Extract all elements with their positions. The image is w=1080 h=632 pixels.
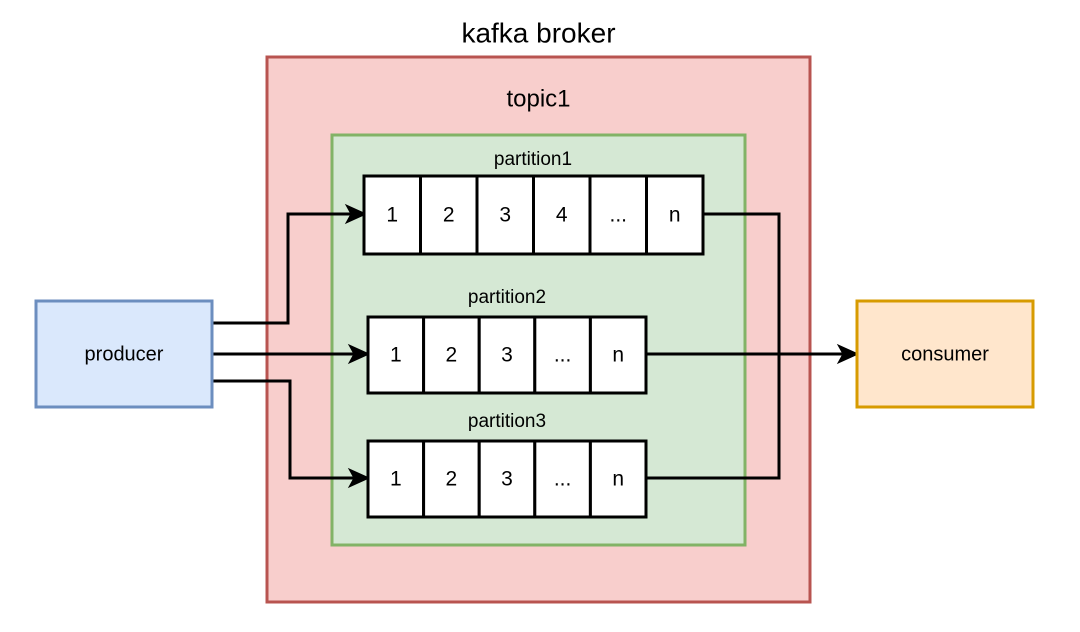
partition-1-cell [645, 174, 705, 256]
partition-3-cell-label: 1 [390, 468, 402, 491]
partition-2-cell-label: 2 [446, 344, 458, 367]
arrowhead-consumer [836, 343, 860, 365]
partition-2-cell-label: 3 [501, 344, 513, 367]
partition-2-cell [588, 315, 648, 395]
partition-2-cell-label: 1 [390, 344, 402, 367]
partition-1-cell-label: 3 [499, 204, 511, 227]
partition-1-cell-label: 2 [443, 204, 455, 227]
partition-1-cell-label: n [669, 204, 681, 227]
connection-lines [212, 212, 849, 480]
producer-to-partition1 [212, 212, 355, 325]
arrowhead-partition2 [347, 343, 371, 365]
partition-2-cell [533, 315, 592, 395]
producer-label: producer [85, 343, 164, 365]
partition-3-cell [366, 439, 426, 519]
partition-3-cell-label: ... [554, 468, 572, 491]
partition-1-cell [588, 174, 648, 256]
partition-3-cell-label: n [612, 468, 624, 491]
consumer-node[interactable] [855, 299, 1035, 409]
partition-group-2: partition2 1 2 3... n [366, 287, 648, 395]
partition-label-1: partition1 [494, 149, 572, 170]
arrowhead-partition3 [347, 467, 371, 489]
producer-node[interactable] [34, 299, 214, 409]
partition-3-cell-label: 2 [446, 468, 458, 491]
partition-2-cell-label: ... [554, 344, 572, 367]
partition-1-cell-label: ... [609, 204, 627, 227]
partition-1-cell-label: 1 [386, 204, 398, 227]
partition-group-1: partition1 1 2 3 4... n [362, 149, 705, 256]
partition-group-3: partition3 1 2 3... n [366, 411, 648, 519]
partition3-to-consumer [646, 354, 781, 480]
diagram-title: kafka broker [461, 17, 615, 48]
partition-label-2: partition2 [468, 287, 546, 308]
partition-2-cell [477, 315, 537, 395]
partition-1-cell-label: 4 [556, 204, 568, 227]
partition-3-cell-label: 3 [501, 468, 513, 491]
partition-1-cell [362, 174, 422, 256]
partition-3-cell [477, 439, 537, 519]
topic-title: topic1 [506, 85, 570, 112]
partition-3-cell [422, 439, 481, 519]
consumer-label: consumer [901, 343, 989, 365]
partition-label-3: partition3 [468, 411, 546, 432]
partition-2-cell-label: n [612, 344, 624, 367]
arrowheads [344, 203, 860, 489]
partition1-to-consumer [703, 212, 781, 354]
partition-3-cell [588, 439, 648, 519]
producer-to-partition3 [212, 379, 358, 480]
partition-1-cell [532, 174, 592, 256]
arrowhead-partition1 [344, 203, 368, 225]
